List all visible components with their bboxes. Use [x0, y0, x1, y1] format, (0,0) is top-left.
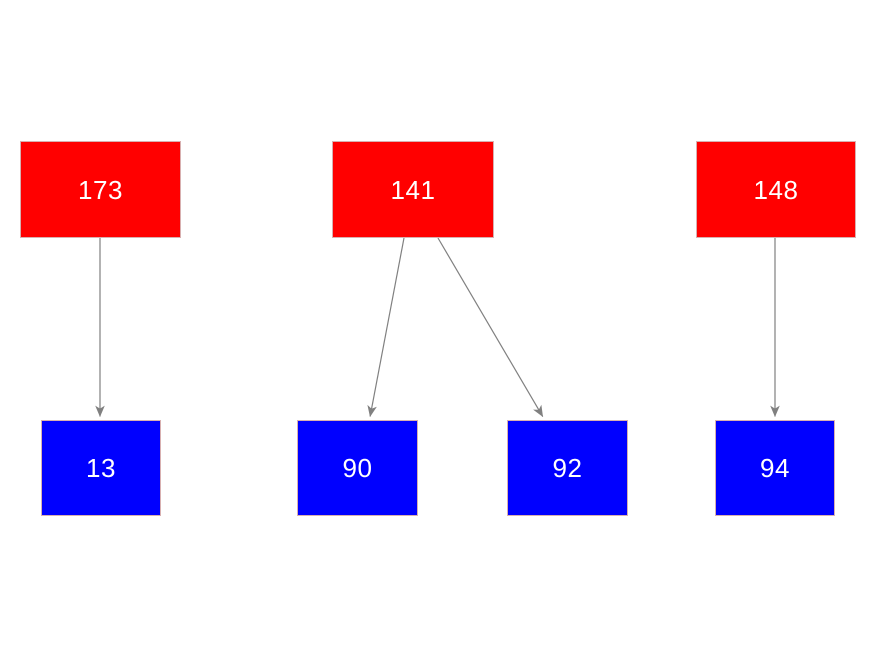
node-label: 173: [78, 174, 123, 205]
node-label: 90: [342, 453, 373, 483]
node-label: 141: [390, 174, 436, 205]
edge-n141-to-n90: [367, 237, 405, 418]
edges-group: [95, 237, 780, 418]
node-148[interactable]: 148: [696, 141, 856, 238]
node-92[interactable]: 92: [507, 420, 628, 516]
node-141[interactable]: 141: [332, 141, 494, 238]
edge-n141-to-n92: [437, 237, 544, 418]
node-label: 13: [86, 453, 116, 483]
node-173[interactable]: 173: [20, 141, 181, 238]
node-90[interactable]: 90: [297, 420, 418, 516]
node-13[interactable]: 13: [41, 420, 161, 516]
node-94[interactable]: 94: [715, 420, 835, 516]
node-label: 148: [753, 174, 799, 205]
node-label: 94: [760, 453, 790, 483]
node-label: 92: [552, 453, 583, 483]
